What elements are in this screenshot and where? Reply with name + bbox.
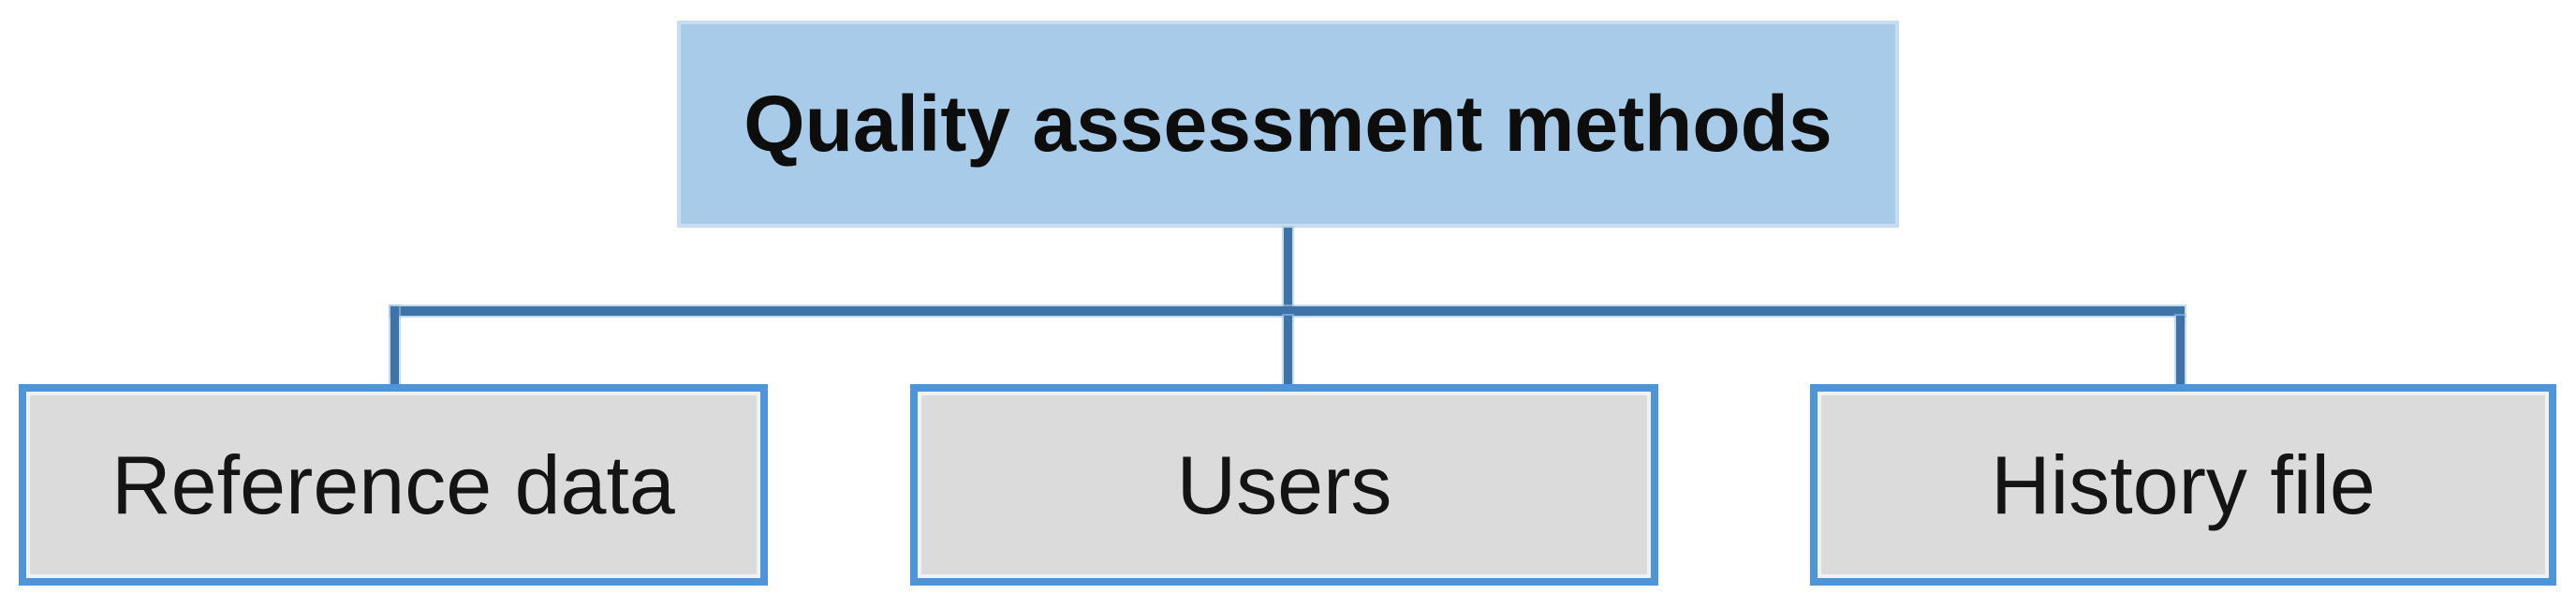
child-node-label: Users bbox=[1176, 438, 1392, 531]
child-node-label: History file bbox=[1991, 438, 2376, 531]
connector-drop-to-history-file bbox=[2176, 316, 2185, 384]
root-node-quality-assessment-methods: Quality assessment methods bbox=[677, 21, 1899, 228]
child-node-history-file: History file bbox=[1810, 384, 2556, 586]
child-node-label: Reference data bbox=[111, 438, 675, 531]
child-node-reference-data: Reference data bbox=[19, 384, 768, 586]
child-node-users: Users bbox=[910, 384, 1658, 586]
connector-drop-to-reference-data bbox=[390, 306, 399, 386]
connector-drop-to-users bbox=[1284, 316, 1292, 386]
connector-stem-from-root bbox=[1284, 228, 1292, 310]
connector-horizontal-bar bbox=[390, 306, 2185, 316]
root-node-label: Quality assessment methods bbox=[743, 80, 1833, 168]
